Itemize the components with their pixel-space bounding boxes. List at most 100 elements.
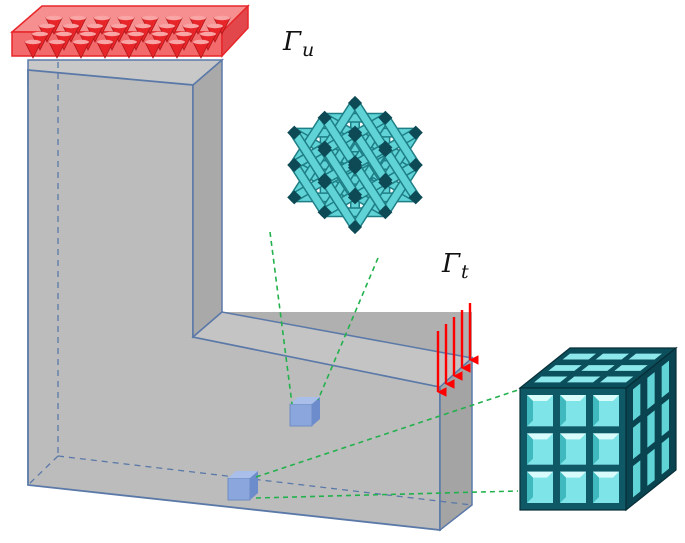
strut-lattice-cell: [287, 95, 423, 235]
cube-hole-shading: [560, 395, 586, 401]
lattice-node: [378, 140, 393, 155]
cube-hole-shading: [560, 433, 586, 440]
square-hole-lattice-cube: [518, 346, 678, 512]
lattice-node: [408, 125, 423, 140]
cube-right-hole: [633, 460, 641, 498]
support-cone-top: [46, 15, 62, 21]
lattice-strut: [290, 129, 329, 184]
lattice-node: [347, 219, 363, 235]
support-cone-top: [73, 39, 89, 45]
connector-line: [317, 257, 379, 401]
cube-right-hole: [661, 437, 669, 475]
cube-hole-shading: [527, 471, 553, 478]
support-cone-top: [145, 39, 161, 45]
lattice-node: [408, 157, 423, 173]
cube-right-hole: [661, 398, 669, 437]
cube-top-hole: [595, 353, 629, 360]
cube-hole-shading: [593, 395, 599, 427]
lattice-node: [287, 190, 302, 205]
support-cone-top: [159, 23, 175, 29]
cube-top-hole: [581, 365, 615, 371]
sample-cell-upper: [289, 397, 320, 427]
support-cone-top: [190, 15, 206, 21]
support-cone-top: [207, 23, 223, 29]
cube-hole-shading: [593, 433, 599, 465]
lattice-strut: [381, 146, 420, 201]
gamma-t-label: Γ t: [441, 249, 469, 283]
cube-hole-shading: [593, 395, 619, 401]
support-cone-top: [166, 15, 182, 21]
support-cone-top: [111, 23, 127, 29]
support-plate-side: [221, 4, 249, 58]
hidden-edge-corner: [27, 455, 59, 486]
zoom-connectors: [255, 231, 525, 499]
lattice-node: [347, 95, 363, 111]
fixed-support: [9, 4, 250, 59]
support-cone-top: [193, 39, 209, 45]
support-cone-top: [94, 15, 110, 21]
support-cone-top: [142, 15, 158, 21]
cube-right-hole: [661, 360, 669, 398]
support-cone-top: [169, 39, 185, 45]
gamma-u-symbol: Γ: [282, 27, 302, 57]
cube-hole-shading: [560, 471, 566, 503]
lattice-strut: [351, 99, 389, 154]
lattice-strut: [321, 176, 359, 231]
cube-top-hole: [567, 376, 601, 383]
lattice-node: [378, 172, 393, 187]
connector-line: [255, 387, 525, 478]
support-cone-top: [135, 23, 151, 29]
gamma-t-subscript: t: [461, 261, 469, 283]
lattice-node: [317, 110, 332, 125]
lattice-strut: [321, 114, 359, 169]
gamma-u-label: Γ u: [282, 27, 314, 61]
cube-hole-shading: [527, 433, 533, 465]
cube-hole-shading: [527, 471, 533, 503]
support-cone-top: [63, 23, 79, 29]
support-cone-top: [80, 31, 96, 37]
support-cone-top: [128, 31, 144, 37]
support-cone-top: [97, 39, 113, 45]
cube-right-hole: [647, 372, 655, 410]
lattice-node: [317, 205, 332, 220]
support-cone-top: [118, 15, 134, 21]
l-shaped-body: [27, 58, 474, 532]
cube-right-hole: [647, 410, 655, 448]
cube-top-hole: [548, 365, 582, 371]
cube-hole-shading: [560, 433, 566, 465]
lattice-node: [378, 205, 393, 220]
support-cone-top: [200, 31, 216, 37]
connector-line: [269, 231, 293, 405]
lattice-node: [317, 140, 332, 155]
support-cone-top: [183, 23, 199, 29]
support-cone-top: [32, 31, 48, 37]
cube-hole-shading: [560, 395, 566, 427]
cube-hole-shading: [593, 433, 619, 440]
lattice-strut: [351, 129, 389, 184]
lattice-node: [347, 155, 363, 170]
cube-hole-shading: [527, 395, 553, 401]
lattice-node: [317, 172, 332, 187]
cube-right-hole: [647, 448, 655, 486]
cube-right-hole: [633, 383, 641, 421]
support-cone-top: [176, 31, 192, 37]
connector-line: [255, 490, 519, 499]
cube-top-hole: [534, 376, 568, 383]
lattice-node: [287, 125, 302, 140]
body-side-face-vertical: [192, 58, 223, 339]
gamma-u-subscript: u: [302, 39, 314, 61]
lattice-node: [287, 157, 302, 173]
lattice-node: [347, 125, 363, 140]
cube-top-hole: [614, 365, 648, 371]
cube-hole-shading: [527, 433, 553, 440]
traction-load-arrows: [436, 303, 479, 397]
lattice-strut: [290, 161, 329, 216]
support-cone-top: [70, 15, 86, 21]
lattice-node: [347, 187, 363, 202]
support-cone-top: [39, 23, 55, 29]
support-cone-top: [104, 31, 120, 37]
cube-hole-shading: [593, 471, 619, 478]
cube-hole-shading: [527, 395, 533, 427]
lattice-node: [378, 110, 393, 125]
